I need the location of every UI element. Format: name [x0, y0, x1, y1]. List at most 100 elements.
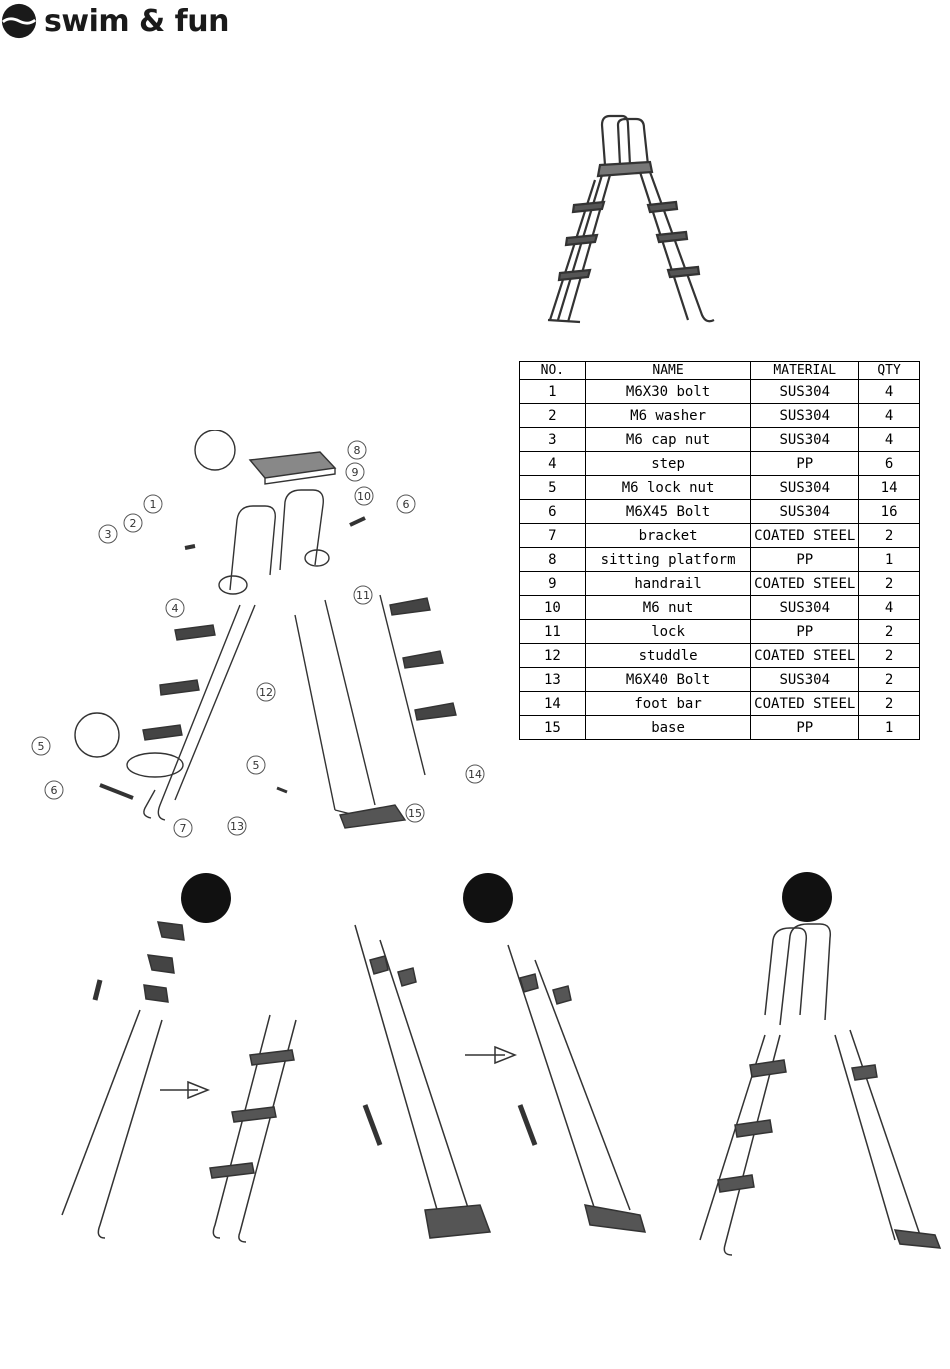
cell-qty: 4 — [858, 595, 920, 620]
cell-name: M6X30 bolt — [584, 379, 752, 404]
cell-qty: 1 — [858, 547, 920, 572]
cell-no: 5 — [519, 475, 586, 500]
cell-no: 10 — [519, 595, 586, 620]
cell-qty: 2 — [858, 667, 920, 692]
cell-qty: 1 — [858, 715, 920, 740]
header-material: MATERIAL — [750, 361, 860, 380]
callout-12: 12 — [259, 686, 273, 699]
cell-qty: 2 — [858, 619, 920, 644]
cell-name: M6X40 Bolt — [584, 667, 752, 692]
cell-name: foot bar — [584, 691, 752, 716]
exploded-view-diagram: 1 2 3 4 5 6 7 8 9 10 11 12 13 14 15 5 6 — [31, 430, 485, 838]
assembled-ladder-illustration — [547, 114, 715, 324]
cell-no: 13 — [519, 667, 586, 692]
callout-6: 6 — [51, 784, 58, 797]
assembly-step-3 — [699, 872, 942, 1256]
cell-material: PP — [750, 547, 860, 572]
header-no: NO. — [519, 361, 586, 380]
cell-qty: 2 — [858, 691, 920, 716]
cell-name: handrail — [584, 571, 752, 596]
cell-no: 12 — [519, 643, 586, 668]
step-badge-1 — [181, 873, 231, 923]
assembly-step-1 — [61, 873, 297, 1243]
callout-5: 5 — [38, 740, 45, 753]
header-name: NAME — [584, 361, 752, 380]
cell-material: SUS304 — [750, 379, 860, 404]
callout-14: 14 — [468, 768, 482, 781]
callout-15: 15 — [408, 807, 422, 820]
callout-6b: 6 — [403, 498, 410, 511]
cell-name: lock — [584, 619, 752, 644]
cell-material: PP — [750, 715, 860, 740]
cell-name: M6 washer — [584, 403, 752, 428]
cell-no: 1 — [519, 379, 586, 404]
cell-material: SUS304 — [750, 667, 860, 692]
cell-qty: 4 — [858, 427, 920, 452]
brand-logo: swim & fun — [0, 0, 230, 42]
cell-name: step — [584, 451, 752, 476]
cell-no: 3 — [519, 427, 586, 452]
cell-no: 4 — [519, 451, 586, 476]
header-qty: QTY — [858, 361, 920, 380]
cell-no: 6 — [519, 499, 586, 524]
assembly-step-2 — [354, 873, 647, 1239]
cell-name: studdle — [584, 643, 752, 668]
cell-qty: 16 — [858, 499, 920, 524]
cell-no: 14 — [519, 691, 586, 716]
callout-13: 13 — [230, 820, 244, 833]
cell-qty: 14 — [858, 475, 920, 500]
step-badge-3 — [782, 872, 832, 922]
cell-qty: 2 — [858, 643, 920, 668]
cell-material: SUS304 — [750, 595, 860, 620]
cell-name: bracket — [584, 523, 752, 548]
cell-qty: 4 — [858, 379, 920, 404]
cell-material: COATED STEEL — [750, 571, 860, 596]
part-callouts — [31, 440, 485, 838]
brand-name: swim & fun — [44, 3, 229, 39]
cell-material: COATED STEEL — [750, 691, 860, 716]
cell-material: SUS304 — [750, 475, 860, 500]
cell-material: PP — [750, 451, 860, 476]
cell-name: M6 cap nut — [584, 427, 752, 452]
cell-material: COATED STEEL — [750, 523, 860, 548]
callout-11: 11 — [356, 589, 370, 602]
cell-no: 7 — [519, 523, 586, 548]
cell-qty: 2 — [858, 523, 920, 548]
step-badge-2 — [463, 873, 513, 923]
cell-qty: 6 — [858, 451, 920, 476]
cell-no: 15 — [519, 715, 586, 740]
callout-8: 8 — [354, 444, 361, 457]
callout-9: 9 — [352, 466, 359, 479]
cell-material: PP — [750, 619, 860, 644]
cell-no: 11 — [519, 619, 586, 644]
cell-no: 9 — [519, 571, 586, 596]
callout-2: 2 — [130, 517, 137, 530]
cell-name: M6 lock nut — [584, 475, 752, 500]
callout-5b: 5 — [253, 759, 260, 772]
cell-qty: 2 — [858, 571, 920, 596]
cell-material: COATED STEEL — [750, 643, 860, 668]
callout-10: 10 — [357, 490, 371, 503]
cell-no: 8 — [519, 547, 586, 572]
cell-material: SUS304 — [750, 427, 860, 452]
cell-name: M6 nut — [584, 595, 752, 620]
callout-4: 4 — [172, 602, 179, 615]
parts-table-header-row: NO. NAME MATERIAL QTY — [519, 361, 920, 380]
cell-no: 2 — [519, 403, 586, 428]
cell-name: sitting platform — [584, 547, 752, 572]
cell-name: M6X45 Bolt — [584, 499, 752, 524]
cell-qty: 4 — [858, 403, 920, 428]
cell-material: SUS304 — [750, 499, 860, 524]
